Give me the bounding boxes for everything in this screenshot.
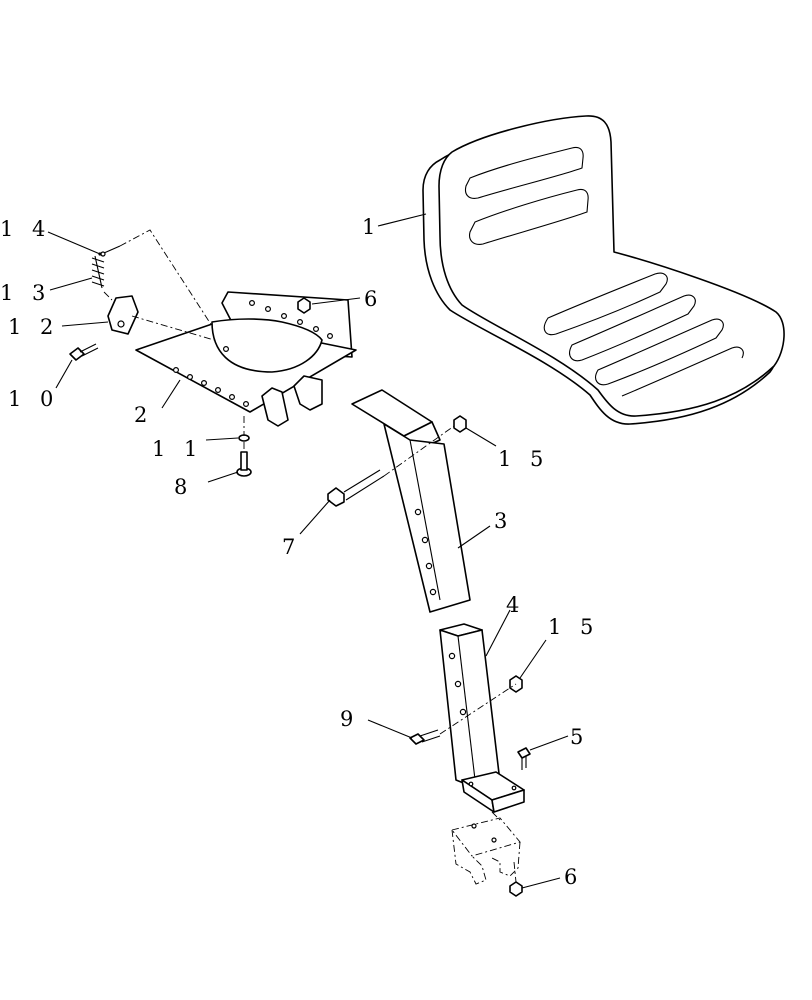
callout-5: 5 [570,725,589,749]
mounting-plate-part [135,291,357,427]
callout-14: 1 4 [0,217,51,241]
callout-13: 1 3 [0,281,51,305]
nut-6-top-part [297,297,311,314]
bolt-9-part [409,729,441,745]
bolt-10-part [69,343,99,361]
callout-10: 1 0 [8,387,59,411]
callout-11: 1 1 [152,437,203,461]
callout-6-top: 6 [364,287,383,311]
callout-6-bottom: 6 [564,865,583,889]
seat-part [422,115,785,425]
lower-post-part [439,623,525,813]
callout-labels: 1 1 4 1 3 1 2 1 0 2 1 1 8 6 1 5 3 7 4 1 … [0,215,599,889]
callout-15-bottom: 1 5 [548,615,599,639]
plate-holes [173,300,334,408]
callout-9: 9 [340,707,359,731]
callout-12: 1 2 [8,315,59,339]
nut-15-top-part [453,415,467,433]
callout-15-top: 1 5 [498,447,549,471]
latch-part [107,295,139,335]
base-bracket-part [451,817,521,885]
leader-lines [47,213,569,889]
cotter-pin-part [100,245,121,257]
nut-6-bottom-part [509,881,523,897]
bolt-7-part [327,469,385,507]
center-lines [103,229,517,883]
callout-8: 8 [174,475,193,499]
bolt-5-part [517,747,531,770]
callout-7: 7 [282,535,301,559]
callout-1: 1 [362,215,381,239]
bolt-8-part [236,451,252,477]
callout-2: 2 [134,403,153,427]
spring-part [91,255,105,289]
upper-post-part [351,389,471,613]
callout-3: 3 [494,509,513,533]
callout-4: 4 [506,593,525,617]
